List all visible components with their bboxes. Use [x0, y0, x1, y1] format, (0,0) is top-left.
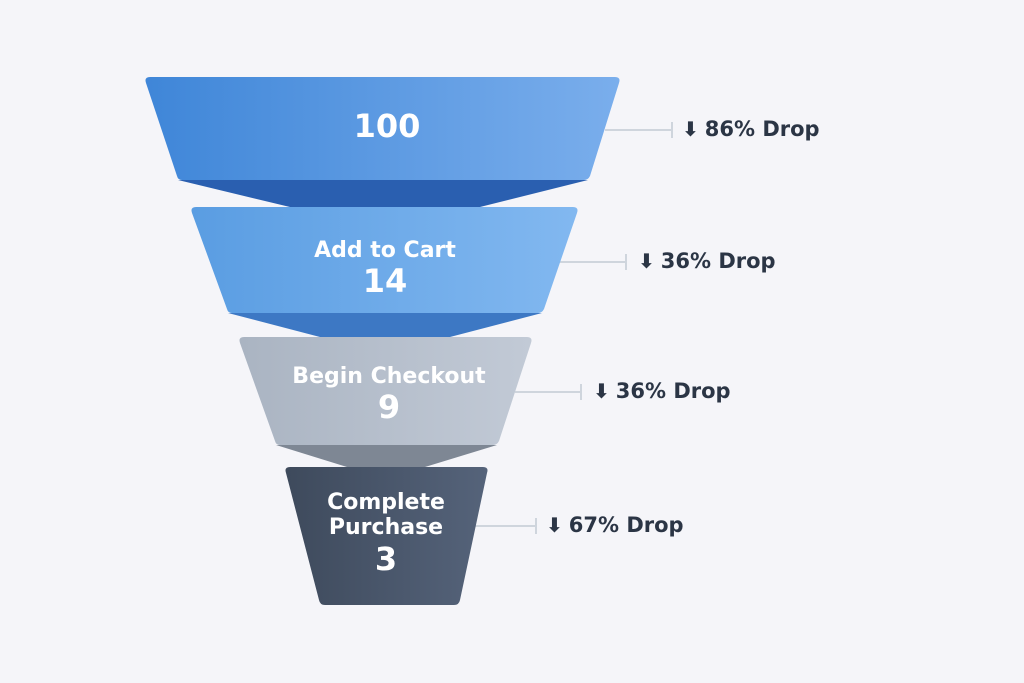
down-arrow-icon: ⬇	[638, 249, 655, 273]
stage-2-label: Add to Cart	[314, 238, 456, 263]
stage-3-text: Begin Checkout 9	[292, 364, 485, 426]
stage-4-label-line1: Complete	[327, 490, 445, 515]
drop-text: 67% Drop	[568, 513, 684, 537]
down-arrow-icon: ⬇	[682, 117, 699, 141]
stage-2-text: Add to Cart 14	[314, 238, 456, 300]
stage-1-value: 100	[353, 107, 421, 145]
drop-text: 36% Drop	[660, 249, 776, 273]
funnel-stage-3	[239, 337, 532, 467]
connector-lines	[470, 122, 673, 534]
drop-text: 86% Drop	[704, 117, 820, 141]
drop-label-4: ⬇ 67% Drop	[546, 513, 684, 537]
down-arrow-icon: ⬇	[546, 513, 563, 537]
stage-3-label: Begin Checkout	[292, 364, 486, 389]
funnel-stage-2	[191, 207, 578, 337]
drop-label-1: ⬇ 86% Drop	[682, 117, 820, 141]
stage-4-label-line2: Purchase	[328, 515, 444, 541]
stage-4-text: Complete Purchase 3	[327, 490, 445, 577]
stage-1-text: 100	[354, 108, 421, 145]
funnel-stage-4	[285, 467, 488, 605]
funnel-stage-1	[145, 77, 620, 207]
drop-label-2: ⬇ 36% Drop	[638, 249, 776, 273]
stage-3-value: 9	[377, 388, 401, 427]
drop-label-3: ⬇ 36% Drop	[593, 379, 731, 403]
stage-4-value: 3	[374, 539, 398, 578]
down-arrow-icon: ⬇	[593, 379, 610, 403]
stage-2-value: 14	[362, 262, 408, 301]
drop-text: 36% Drop	[615, 379, 731, 403]
